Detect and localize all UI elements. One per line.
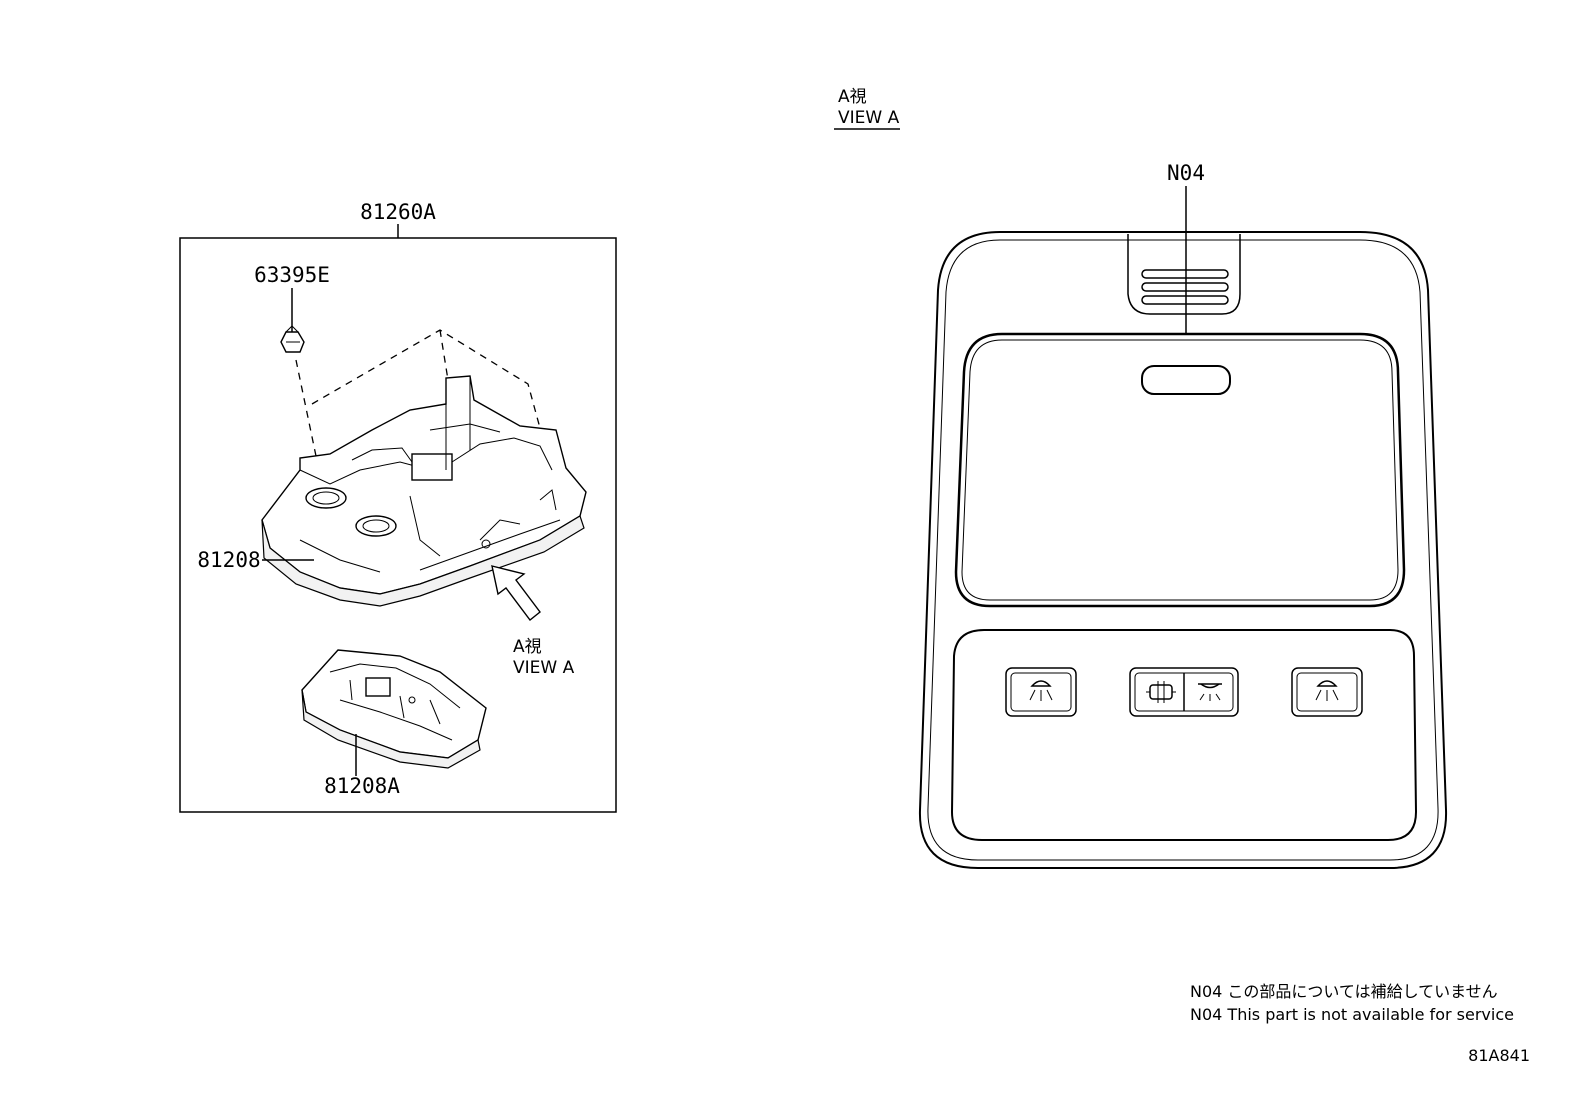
view-header-jp: A視 bbox=[838, 87, 867, 107]
view-header-en: VIEW A bbox=[838, 108, 900, 128]
map-light-icon bbox=[1198, 683, 1222, 701]
clip-part-label[interactable]: 63395E bbox=[254, 263, 330, 287]
view-a-group: A視 VIEW A N04 bbox=[834, 87, 1448, 869]
dome-light-icon bbox=[1315, 680, 1339, 701]
right-reading-light-button[interactable] bbox=[1291, 667, 1363, 717]
reading-light-icon bbox=[1029, 680, 1053, 701]
lamp-base-part bbox=[301, 649, 487, 769]
door-light-icon bbox=[1146, 681, 1176, 703]
lamp-housing-part-label[interactable]: 81208 bbox=[197, 548, 260, 572]
callout-n04-label[interactable]: N04 bbox=[1167, 161, 1205, 185]
diagram-code: 81A841 bbox=[1468, 1046, 1530, 1065]
vent-tab bbox=[1127, 234, 1241, 315]
clip-part bbox=[280, 325, 305, 353]
sensor-window bbox=[1141, 365, 1231, 395]
switch-panel bbox=[950, 629, 1418, 841]
lamp-housing-part bbox=[261, 375, 587, 607]
vent-slots bbox=[1141, 269, 1229, 305]
lamp-lens[interactable] bbox=[954, 332, 1406, 608]
view-a-arrow bbox=[491, 565, 541, 621]
note-jp: N04 この部品については補給していません bbox=[1190, 982, 1498, 1001]
assembly-group: 81260A 63395E bbox=[179, 200, 617, 813]
console-housing bbox=[918, 231, 1448, 869]
view-a-label-en: VIEW A bbox=[513, 658, 575, 678]
center-door-map-button[interactable] bbox=[1129, 667, 1239, 717]
lamp-base-part-label[interactable]: 81208A bbox=[324, 774, 400, 798]
left-reading-light-button[interactable] bbox=[1005, 667, 1077, 717]
view-a-label-jp: A視 bbox=[513, 637, 542, 657]
assembly-part-label[interactable]: 81260A bbox=[360, 200, 436, 224]
note-en: N04 This part is not available for servi… bbox=[1190, 1005, 1514, 1024]
